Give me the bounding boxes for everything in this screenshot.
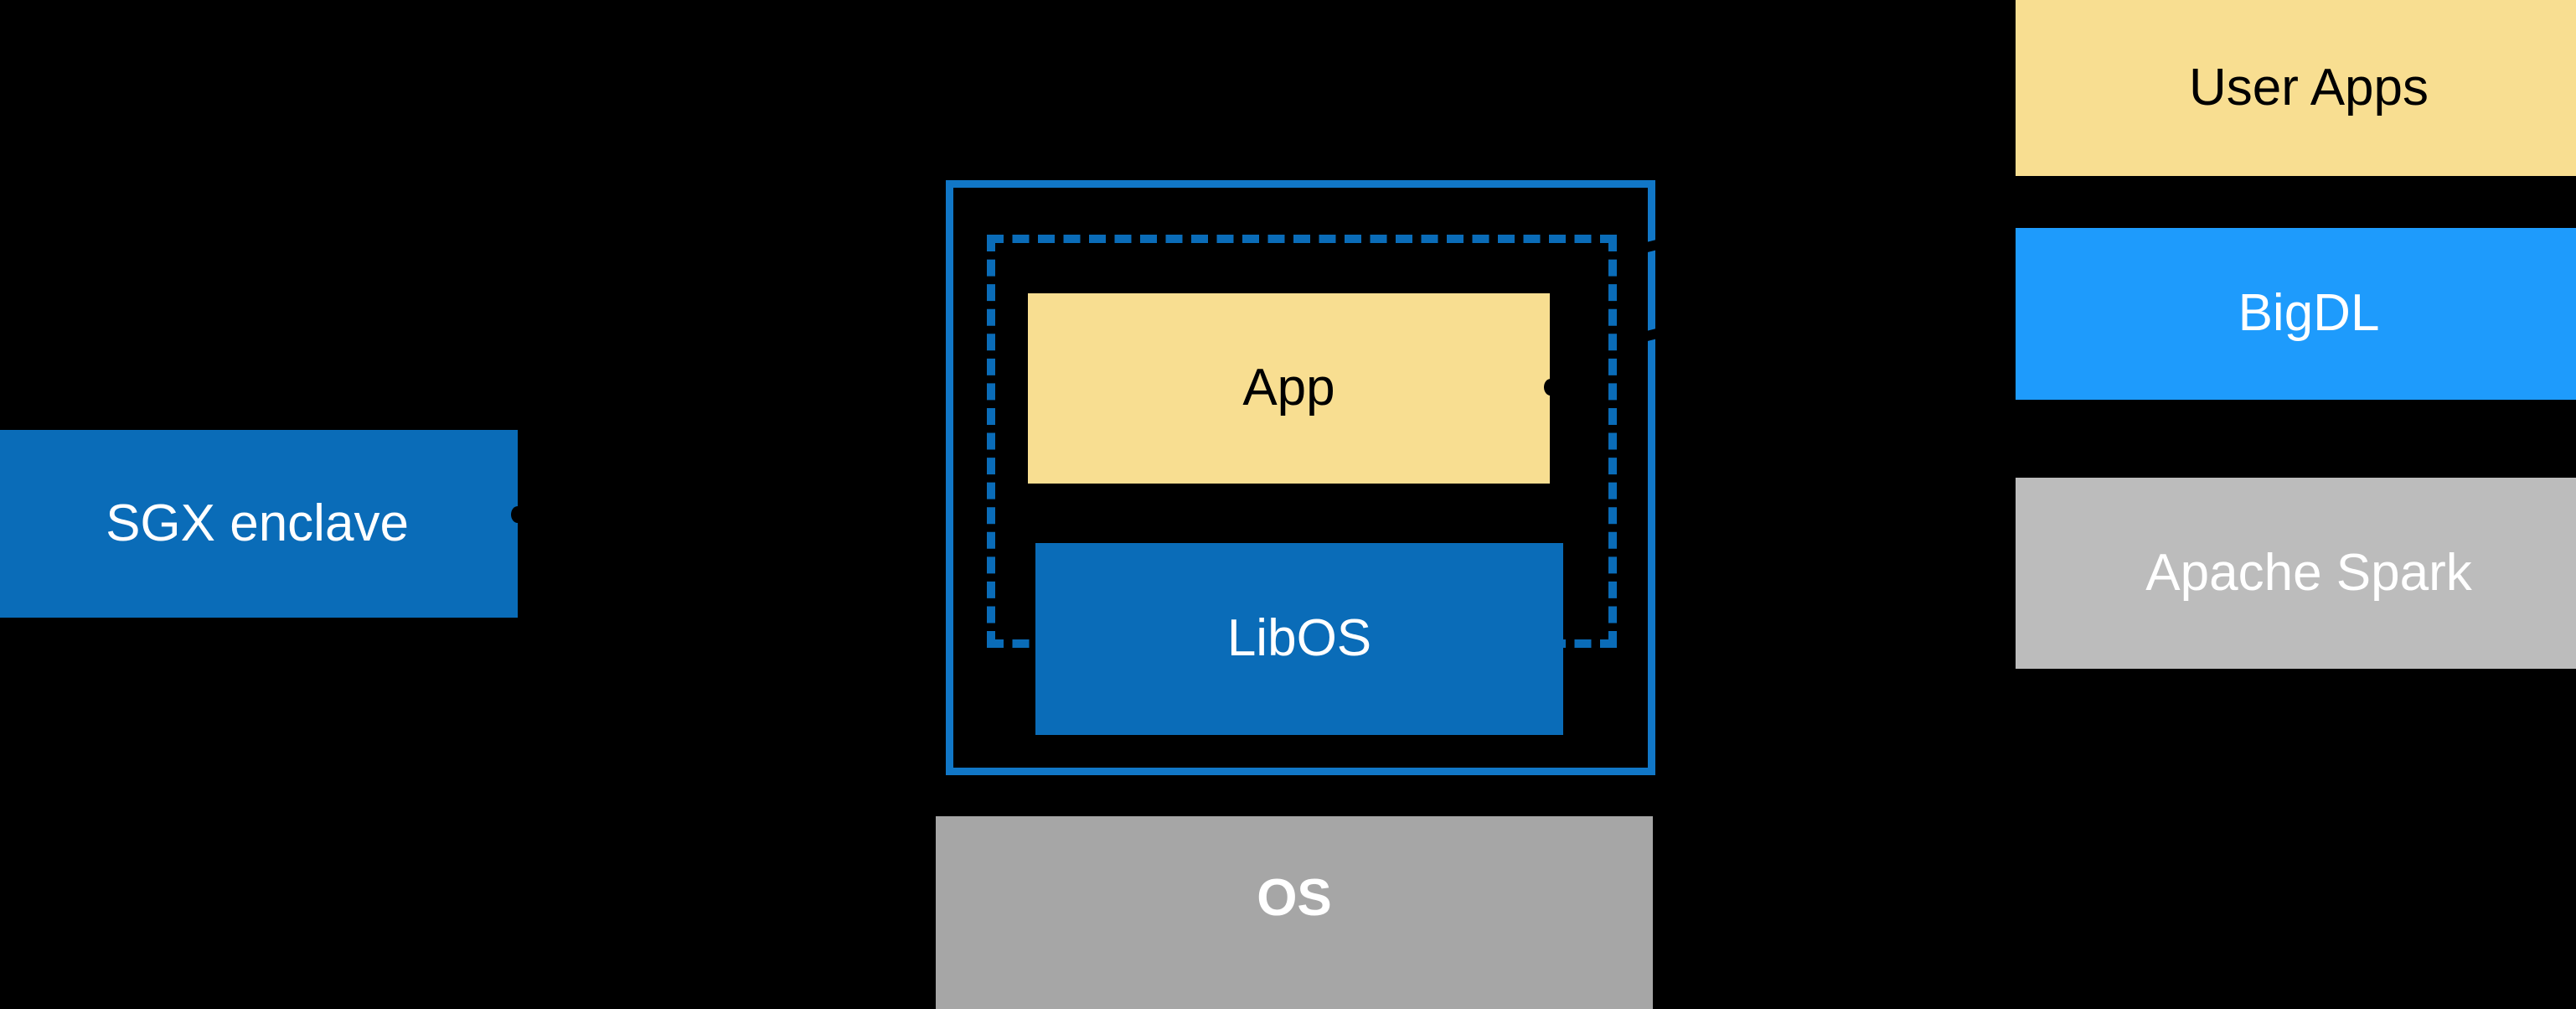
app-label: App [1242,359,1335,417]
os-label: OS [1257,868,1332,927]
libos-box[interactable]: LibOS [1035,543,1563,735]
user-apps-box[interactable]: User Apps [2016,0,2576,176]
app-arrow-icon [1544,379,1557,396]
sgx-enclave-arrow-icon [511,506,524,523]
enclave-outline-solid [946,180,1655,775]
user-apps-label: User Apps [2188,58,2429,116]
apache-spark-label: Apache Spark [2145,543,2472,602]
sgx-enclave-box[interactable]: SGX enclave [0,430,518,618]
bigdl-label: BigDL [2238,284,2380,343]
apache-spark-box[interactable]: Apache Spark [2016,478,2576,669]
bigdl-box[interactable]: BigDL [2016,228,2576,400]
sgx-enclave-label: SGX enclave [106,494,409,552]
os-box[interactable]: OS [936,816,1653,1009]
app-box[interactable]: App [1028,293,1550,484]
libos-label: LibOS [1226,609,1372,668]
